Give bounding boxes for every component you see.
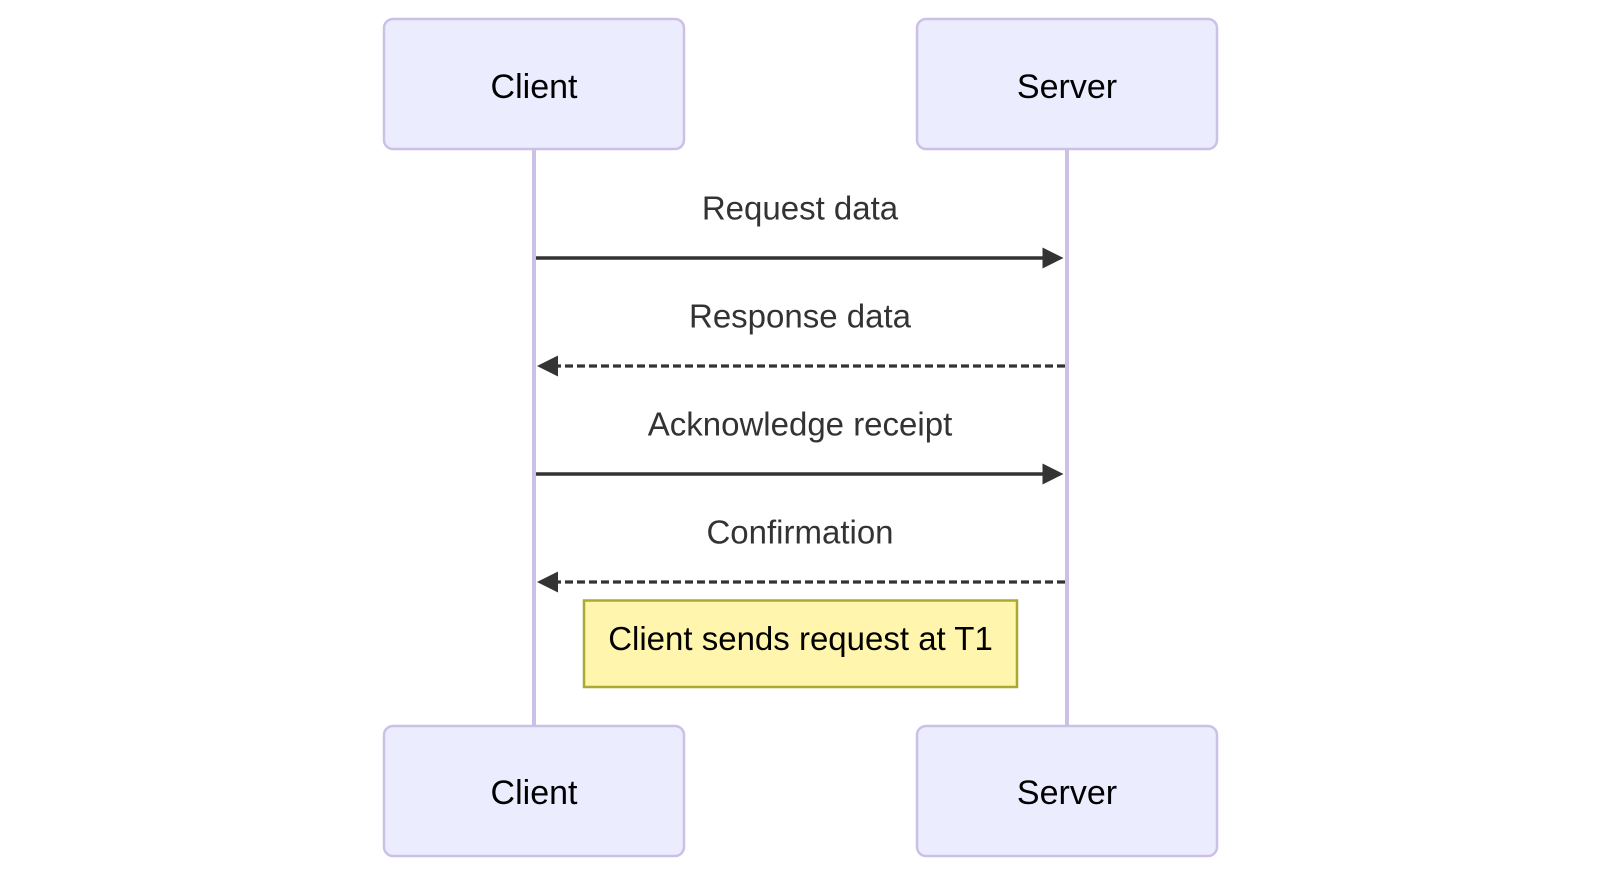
- svg-text:Server: Server: [1017, 774, 1117, 812]
- svg-text:Request data: Request data: [702, 190, 899, 227]
- svg-text:Confirmation: Confirmation: [706, 514, 893, 551]
- svg-text:Acknowledge receipt: Acknowledge receipt: [648, 406, 953, 443]
- svg-text:Client: Client: [491, 68, 578, 106]
- svg-text:Client sends request at T1: Client sends request at T1: [608, 620, 993, 657]
- svg-text:Server: Server: [1017, 68, 1117, 106]
- svg-text:Client: Client: [491, 774, 578, 812]
- svg-text:Response data: Response data: [689, 298, 912, 335]
